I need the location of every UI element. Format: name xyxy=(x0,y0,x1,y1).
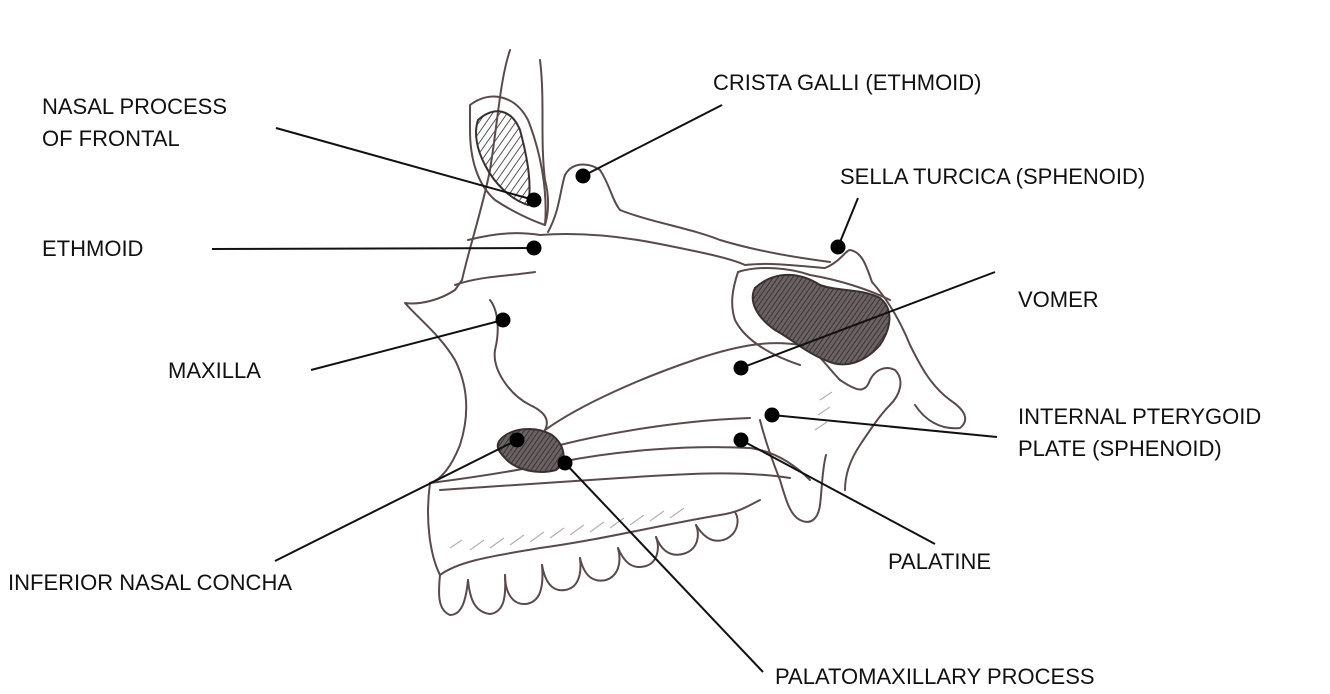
marker-maxilla xyxy=(496,313,511,328)
label-inferior-nasal-concha: INFERIOR NASAL CONCHA xyxy=(8,568,292,598)
marker-ethmoid xyxy=(527,241,542,256)
marker-internal-pterygoid xyxy=(765,408,780,423)
label-maxilla: MAXILLA xyxy=(168,356,261,386)
leader-maxilla xyxy=(311,320,503,370)
label-crista-galli: CRISTA GALLI (ETHMOID) xyxy=(713,68,982,98)
label-internal-pterygoid-line2: PLATE (SPHENOID) xyxy=(1018,434,1222,464)
leader-sella-turcica xyxy=(838,198,858,247)
leader-ethmoid xyxy=(212,248,534,249)
label-nasal-process-line1: NASAL PROCESS xyxy=(42,92,227,122)
label-internal-pterygoid-line1: INTERNAL PTERYGOID xyxy=(1018,402,1261,432)
label-sella-turcica: SELLA TURCICA (SPHENOID) xyxy=(840,162,1145,192)
marker-palatomaxillary-process xyxy=(558,456,573,471)
bone-outline xyxy=(405,50,965,615)
label-ethmoid: ETHMOID xyxy=(42,234,143,264)
marker-palatine xyxy=(734,433,749,448)
marker-nasal-process xyxy=(527,193,542,208)
label-nasal-process-line2: OF FRONTAL xyxy=(42,124,180,154)
marker-crista-galli xyxy=(576,169,591,184)
marker-vomer xyxy=(734,361,749,376)
leader-palatine xyxy=(741,440,935,544)
marker-sella-turcica xyxy=(831,240,846,255)
marker-inferior-nasal-concha xyxy=(510,433,525,448)
label-palatine: PALATINE xyxy=(888,547,991,577)
label-vomer: VOMER xyxy=(1018,285,1099,315)
leader-crista-galli xyxy=(583,105,722,176)
leader-palatomaxillary-process xyxy=(565,463,763,672)
label-palatomaxillary-process: PALATOMAXILLARY PROCESS xyxy=(775,662,1095,692)
